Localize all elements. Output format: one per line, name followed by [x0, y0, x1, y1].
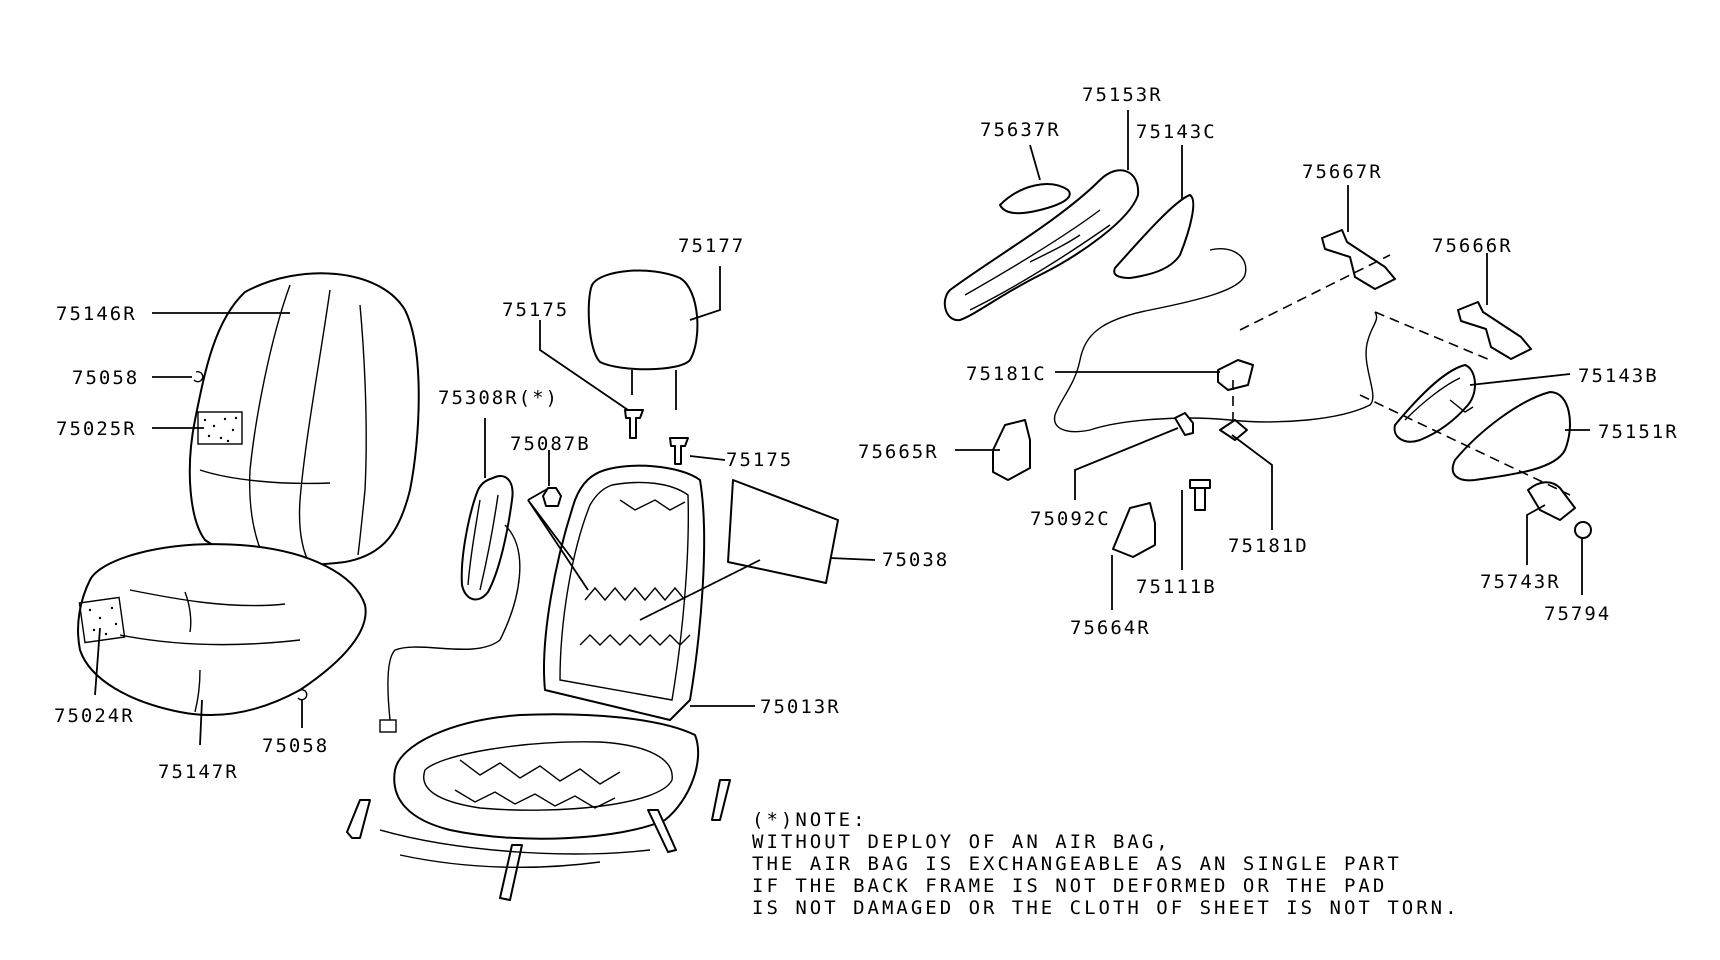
inner-cover: [1393, 364, 1476, 443]
side-airbag: [379, 475, 521, 733]
part-label: 75087B: [510, 433, 591, 455]
part-label: 75151R: [1598, 421, 1679, 443]
part-label: 75637R: [980, 119, 1061, 141]
part-label: 75181D: [1228, 535, 1309, 557]
leg-cover-front-outer: [992, 419, 1031, 481]
part-label: 75666R: [1432, 235, 1513, 257]
headrest: [587, 269, 699, 410]
note-block: (*)NOTE: WITHOUT DEPLOY OF AN AIR BAG, T…: [752, 809, 1460, 919]
seatback-cover: [188, 272, 420, 566]
seatback-pad: [727, 479, 839, 584]
clip-icon: [1174, 412, 1194, 436]
seat-track-outline: [1053, 248, 1378, 433]
part-label: 75092C: [1030, 508, 1111, 530]
part-label: 75146R: [56, 303, 137, 325]
part-label: 75038: [882, 549, 949, 571]
part-label: 75013R: [760, 696, 841, 718]
part-labels: 75146R 75058 75025R 75024R 75147R 75058 …: [54, 84, 1679, 783]
hog-ring-icon: [193, 370, 204, 383]
part-label: 75143C: [1136, 121, 1217, 143]
headrest-guide-left: [624, 409, 644, 439]
part-label: 75147R: [158, 761, 239, 783]
side-shield-inner: [1451, 391, 1571, 482]
note-line: THE AIR BAG IS EXCHANGEABLE AS AN SINGLE…: [752, 853, 1402, 875]
recliner-knob: [999, 183, 1071, 215]
side-cover: [1113, 194, 1195, 279]
part-label: 75111B: [1136, 576, 1217, 598]
note-line: IF THE BACK FRAME IS NOT DEFORMED OR THE…: [752, 875, 1387, 897]
nut-icon: [542, 487, 562, 507]
seat-cushion-cover: [77, 543, 367, 717]
part-label: 75667R: [1302, 161, 1383, 183]
part-label: 75024R: [54, 705, 135, 727]
part-label: 75664R: [1070, 617, 1151, 639]
side-shield-outer: [943, 169, 1140, 322]
headrest-guide-right: [669, 437, 689, 465]
bracket-inner-upper: [1321, 229, 1396, 290]
hog-ring-icon: [297, 688, 308, 701]
part-label: 75058: [262, 735, 329, 757]
part-label: 75177: [678, 235, 745, 257]
note-heading: (*)NOTE:: [752, 809, 868, 831]
part-label: 75665R: [858, 441, 939, 463]
part-label: 75153R: [1082, 84, 1163, 106]
connector-d: [1219, 419, 1248, 441]
note-line: IS NOT DAMAGED OR THE CLOTH OF SHEET IS …: [752, 897, 1460, 919]
part-label: 75175: [726, 449, 793, 471]
bolt-icon: [1189, 479, 1211, 511]
connector-c: [1217, 359, 1254, 391]
part-label: 75025R: [56, 418, 137, 440]
seat-belt-buckle: [1527, 481, 1576, 521]
leg-cover-rear-outer: [1112, 502, 1156, 558]
part-label: 75143B: [1578, 365, 1659, 387]
part-label: 75794: [1544, 603, 1611, 625]
note-line: WITHOUT DEPLOY OF AN AIR BAG,: [752, 831, 1171, 853]
part-label: 75175: [502, 299, 569, 321]
leader-lines: [94, 110, 1590, 746]
part-label: 75181C: [966, 363, 1047, 385]
seat-frame: [346, 464, 731, 901]
part-label: 75743R: [1480, 571, 1561, 593]
part-label: 75058: [72, 367, 139, 389]
part-label: 75308R(*): [438, 387, 559, 409]
bracket-inner-lower: [1457, 301, 1532, 360]
washer-icon: [1574, 521, 1592, 539]
